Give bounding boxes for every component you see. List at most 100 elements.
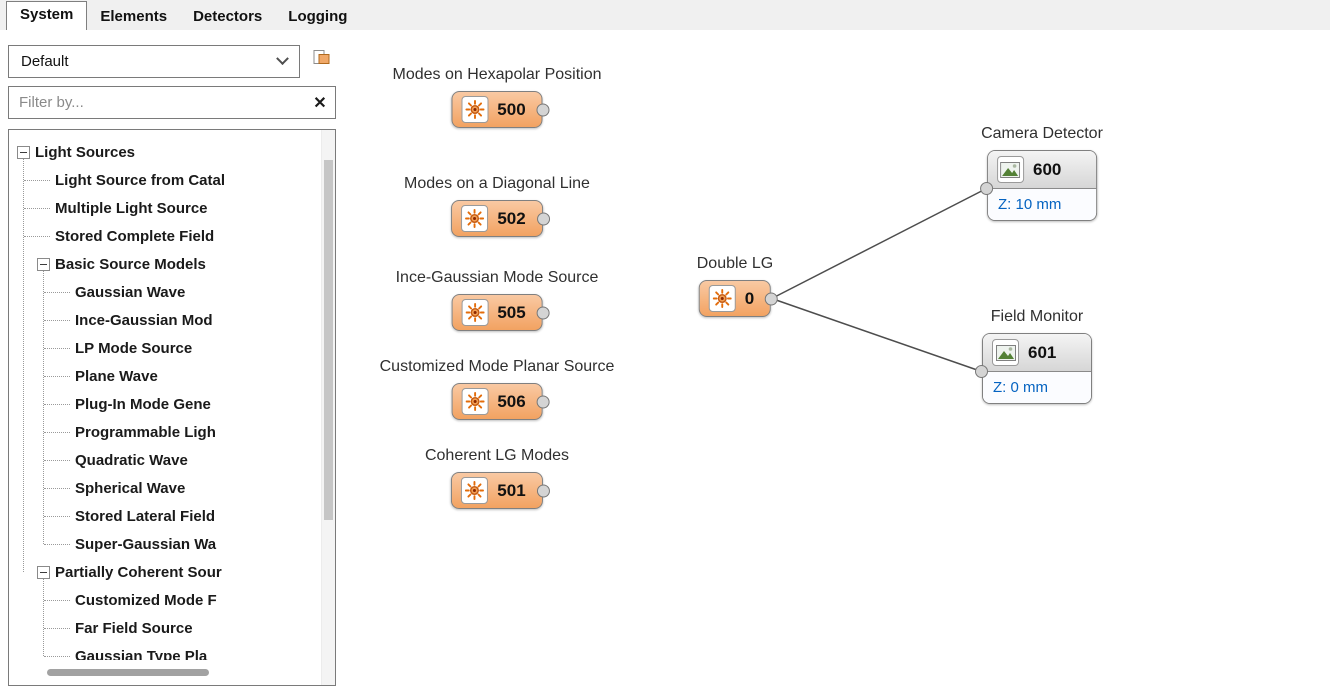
source-node-502: Modes on a Diagonal Line bbox=[404, 175, 590, 237]
source-node-number: 506 bbox=[497, 391, 526, 411]
source-node-number: 0 bbox=[744, 288, 755, 308]
output-connector[interactable] bbox=[536, 484, 550, 497]
detector-node-number: 600 bbox=[1032, 159, 1062, 179]
tree-item[interactable]: Plug-In Mode Gene bbox=[9, 390, 321, 418]
source-node-number: 505 bbox=[497, 302, 526, 322]
tree-item[interactable]: Spherical Wave bbox=[9, 474, 321, 502]
source-node[interactable]: 500 bbox=[451, 91, 550, 128]
tree-item[interactable]: Partially Coherent Sour bbox=[9, 558, 321, 586]
tree-item-label: Quadratic Wave bbox=[75, 451, 188, 469]
source-node-number: 502 bbox=[497, 208, 526, 228]
vertical-scrollbar-thumb[interactable] bbox=[324, 160, 333, 520]
tree-guide-line bbox=[23, 159, 24, 572]
tab-logging[interactable]: Logging bbox=[275, 4, 360, 30]
tree-item[interactable]: Ince-Gaussian Mod bbox=[9, 306, 321, 334]
tree-item-label: Far Field Source bbox=[75, 619, 193, 637]
source-node-title: Modes on a Diagonal Line bbox=[404, 175, 590, 192]
source-node[interactable]: 506 bbox=[451, 383, 550, 420]
tree-item[interactable]: Stored Complete Field bbox=[9, 222, 321, 250]
tree-connector bbox=[44, 375, 70, 377]
tree-connector bbox=[44, 627, 70, 629]
tree-item-label: Super-Gaussian Wa bbox=[75, 535, 217, 553]
detector-node[interactable]: 600 Z: 10 mm bbox=[979, 150, 1097, 221]
preset-dropdown[interactable]: Default bbox=[8, 45, 300, 78]
light-source-icon bbox=[461, 205, 489, 232]
tree-item[interactable]: Super-Gaussian Wa bbox=[9, 530, 321, 558]
tree-connector bbox=[44, 543, 70, 545]
tree-item[interactable]: LP Mode Source bbox=[9, 334, 321, 362]
source-node-number: 500 bbox=[497, 99, 526, 119]
detector-node-title: Camera Detector bbox=[981, 125, 1103, 142]
detector-node-number: 601 bbox=[1028, 342, 1057, 362]
tree-item-label: Customized Mode F bbox=[75, 591, 217, 609]
tree-item-label: Stored Complete Field bbox=[55, 227, 215, 245]
source-node[interactable]: 505 bbox=[451, 294, 550, 331]
tab-detectors[interactable]: Detectors bbox=[180, 4, 275, 30]
tree-item[interactable]: Customized Mode F bbox=[9, 586, 321, 614]
input-connector[interactable] bbox=[975, 365, 988, 378]
input-connector[interactable] bbox=[979, 182, 993, 195]
tree-item[interactable]: Plane Wave bbox=[9, 362, 321, 390]
source-node[interactable]: 502 bbox=[451, 200, 550, 237]
vertical-scrollbar[interactable] bbox=[321, 130, 335, 685]
tree-item[interactable]: Programmable Ligh bbox=[9, 418, 321, 446]
tree-item[interactable]: Far Field Source bbox=[9, 614, 321, 642]
source-node-0: Double LG bbox=[697, 255, 779, 317]
light-source-icon bbox=[461, 388, 489, 415]
tree-item-label: Stored Lateral Field bbox=[75, 507, 216, 525]
detector-node-header: 600 bbox=[987, 151, 1096, 189]
tree-item[interactable]: Stored Lateral Field bbox=[9, 502, 321, 530]
output-connector[interactable] bbox=[536, 103, 550, 116]
light-source-icon bbox=[461, 477, 489, 504]
tree-connector bbox=[44, 459, 70, 461]
tree-connector bbox=[44, 319, 70, 321]
tab-elements[interactable]: Elements bbox=[87, 4, 180, 30]
tab-strip: System Elements Detectors Logging bbox=[0, 0, 1330, 30]
horizontal-scrollbar-thumb[interactable] bbox=[47, 669, 209, 676]
source-node[interactable]: 0 bbox=[698, 280, 779, 317]
detector-node[interactable]: 601 Z: 0 mm bbox=[975, 333, 1092, 404]
source-node-title: Customized Mode Planar Source bbox=[379, 358, 615, 375]
light-source-icon bbox=[461, 96, 489, 123]
filter-input[interactable] bbox=[9, 94, 305, 111]
collapse-icon[interactable] bbox=[17, 145, 30, 159]
tree-item[interactable]: Gaussian Wave bbox=[9, 278, 321, 306]
tree-connector bbox=[24, 207, 50, 209]
tree-item-label: Spherical Wave bbox=[75, 479, 186, 497]
tree-item[interactable]: Light Sources bbox=[9, 138, 321, 166]
tree-item-label: Multiple Light Source bbox=[55, 199, 208, 217]
tree-guide-line bbox=[43, 579, 44, 656]
tree-connector bbox=[44, 431, 70, 433]
preset-manager-icon bbox=[311, 48, 333, 75]
tree-item[interactable]: Quadratic Wave bbox=[9, 446, 321, 474]
tree-connector bbox=[44, 291, 70, 293]
connection-wire bbox=[771, 297, 982, 373]
tree-item[interactable]: Light Source from Catal bbox=[9, 166, 321, 194]
tree-connector bbox=[24, 179, 50, 181]
preset-dropdown-value: Default bbox=[21, 53, 69, 70]
source-node-title: Ince-Gaussian Mode Source bbox=[395, 269, 599, 286]
collapse-icon[interactable] bbox=[37, 565, 50, 579]
tree-guide-line bbox=[43, 271, 44, 544]
tree-item[interactable]: Basic Source Models bbox=[9, 250, 321, 278]
source-node[interactable]: 501 bbox=[451, 472, 550, 509]
preset-manager-button[interactable] bbox=[306, 45, 338, 78]
output-connector[interactable] bbox=[536, 395, 550, 408]
tree-connector bbox=[44, 347, 70, 349]
tree-item-label: Basic Source Models bbox=[55, 255, 206, 273]
tab-label: Elements bbox=[100, 8, 168, 25]
tab-bar: System Elements Detectors Logging bbox=[0, 0, 1330, 30]
horizontal-scrollbar[interactable] bbox=[9, 660, 321, 685]
tab-system[interactable]: System bbox=[6, 1, 88, 30]
source-node-506: Customized Mode Planar Source bbox=[379, 358, 615, 420]
tree-item[interactable]: Multiple Light Source bbox=[9, 194, 321, 222]
collapse-icon[interactable] bbox=[37, 257, 50, 271]
output-connector[interactable] bbox=[765, 292, 779, 305]
tree-connector bbox=[44, 403, 70, 405]
source-node-number: 501 bbox=[497, 480, 526, 500]
output-connector[interactable] bbox=[536, 306, 550, 319]
clear-filter-icon[interactable]: ✕ bbox=[313, 94, 327, 112]
output-connector[interactable] bbox=[536, 212, 550, 225]
